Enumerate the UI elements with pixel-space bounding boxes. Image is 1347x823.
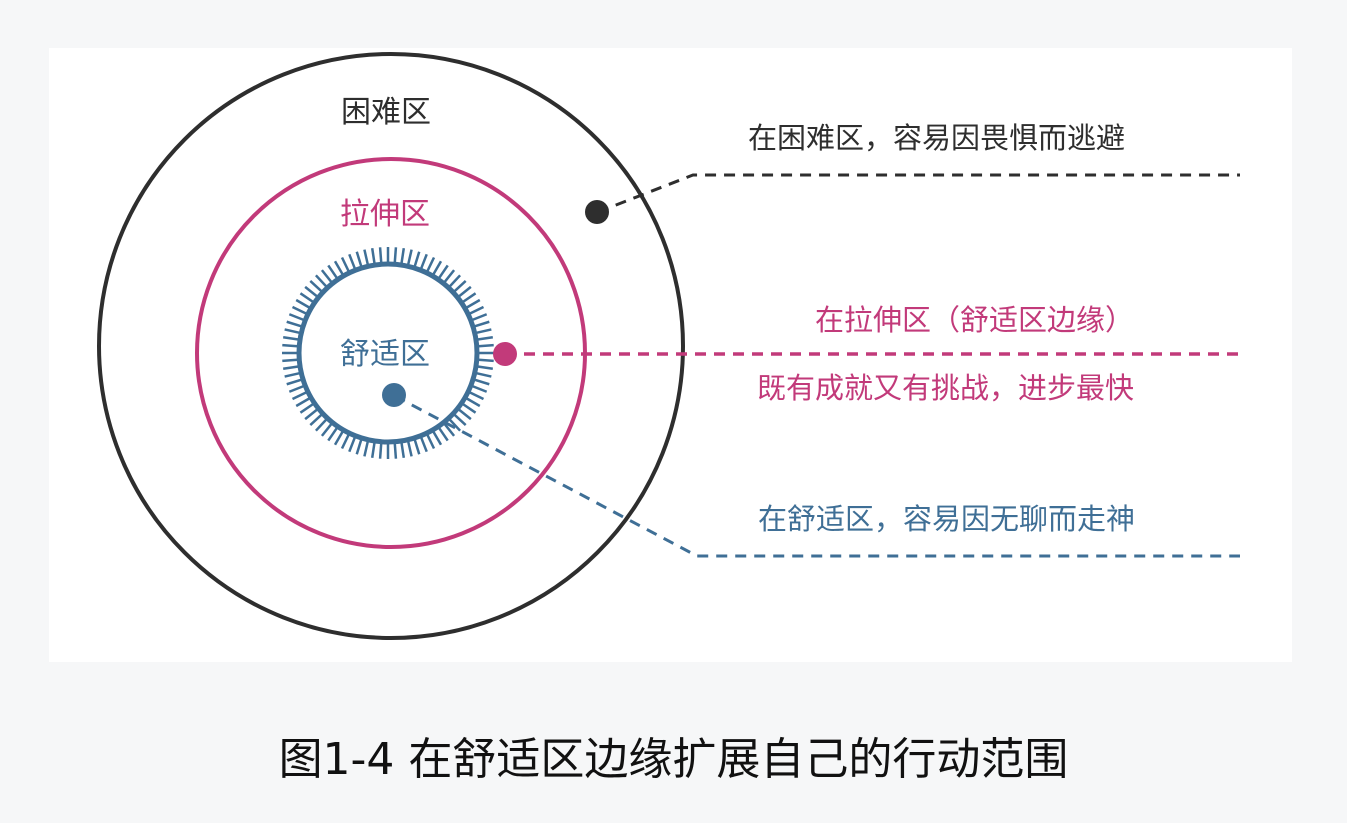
comfort-zone-tick [437,264,449,281]
comfort-zone-tick [393,441,398,459]
comfort-zone-tick [340,432,351,450]
comfort-zone-tick [442,421,456,437]
figure-caption: 图1-4 在舒适区边缘扩展自己的行动范围 [278,734,1069,785]
comfort-zone-tick [456,407,472,421]
comfort-zone-tick [288,313,306,322]
comfort-zone-tick [314,417,329,432]
comfort-zone-tick [470,384,488,393]
hard-zone-annotation: 在困难区，容易因畏惧而逃避 [748,121,1126,155]
comfort-zone-tick [363,249,370,267]
comfort-zone-tick [406,439,413,457]
comfort-zone-tick [327,264,339,281]
comfort-zone-tick [304,285,320,299]
comfort-zone-tick [282,358,300,363]
comfort-zone-tick [320,421,334,437]
comfort-zone-dot [382,383,406,407]
hard-leader-line [597,173,1240,214]
comfort-zone-tick [464,396,481,408]
comfort-zone-tick [474,371,492,378]
comfort-zone-tick [320,269,334,285]
comfort-zone-tick [460,402,477,414]
comfort-zone-tick [370,440,376,459]
comfort-zone-tick [425,432,436,450]
comfort-zone-tick [474,328,492,335]
stretch-zone-label: 拉伸区 [340,197,430,232]
comfort-zone-tick [425,256,436,274]
comfort-zone-tick [299,292,316,304]
comfort-zone-tick [442,269,456,285]
comfort-zone-tick [291,390,309,401]
comfort-zone-tick [467,390,485,401]
stretch-zone-annotation-title: 在拉伸区（舒适区边缘） [815,303,1135,337]
comfort-zone-tick [472,320,490,328]
hard-zone-dot [585,200,609,224]
comfort-zone-tick [476,358,494,363]
comfort-zone-tick [299,402,316,414]
comfort-zone-tick [447,417,462,432]
comfort-zone-ticks [282,247,494,459]
comfort-zone-annotation: 在舒适区，容易因无聊而走神 [758,502,1136,536]
comfort-zone-circle [296,261,480,445]
comfort-zone-tick [413,251,421,269]
comfort-zone-tick [476,343,494,348]
comfort-zone-tick [282,335,301,341]
comfort-zone-tick [472,378,490,386]
comfort-zone-tick [378,441,383,459]
comfort-zone-tick [288,384,306,393]
comfort-zone-tick [284,328,302,335]
comfort-zone-tick [284,371,302,378]
comfort-zone-tick [286,378,304,386]
comfort-zone-tick [467,305,485,316]
comfort-zone-tick [452,412,467,427]
stretch-zone-dot [493,342,517,366]
hard-zone-label: 困难区 [341,95,431,130]
comfort-zone-tick [327,425,339,442]
comfort-zone-tick [333,429,345,446]
stretch-zone-annotation-detail: 既有成就又有挑战，进步最快 [757,371,1135,405]
comfort-leader-line [394,394,1240,558]
comfort-zone-tick [314,274,329,289]
comfort-zone-tick [295,298,312,310]
comfort-zone-tick [286,320,304,328]
comfort-zone-tick [309,279,324,294]
comfort-zone-tick [475,335,494,341]
comfort-zone-tick [291,305,309,316]
comfort-zone-tick [378,247,383,265]
comfort-zone-tick [406,249,413,267]
comfort-zone-tick [447,274,462,289]
comfort-zone-tick [282,343,300,348]
comfort-zone-tick [355,437,363,455]
comfort-zone-tick [393,247,398,265]
comfort-zone-tick [348,253,357,271]
comfort-zone-label: 舒适区 [340,337,430,372]
comfort-zone-tick [452,279,467,294]
comfort-zone-tick [295,396,312,408]
comfort-zone-tick [431,260,443,277]
comfort-zone-tick [370,247,376,266]
comfort-zone-tick [309,412,324,427]
comfort-zone-tick [456,285,472,299]
comfort-zone-tick [400,440,406,459]
comfort-zone-tick [333,260,345,277]
comfort-zone-tick [419,253,428,271]
comfort-zone-tick [363,439,370,457]
comfort-zone-tick [419,435,428,453]
comfort-zone-tick [355,251,363,269]
comfort-zone-tick [464,298,481,310]
comfort-zone-tick [282,365,301,371]
comfort-zone-tick [460,292,477,304]
comfort-zone-tick [431,429,443,446]
comfort-zone-tick [340,256,351,274]
comfort-zone-tick [400,247,406,266]
comfort-zone-tick [475,365,494,371]
hard-zone-circle [97,52,685,640]
comfort-zone-tick [348,435,357,453]
comfort-zone-tick [470,313,488,322]
comfort-zone-tick [437,425,449,442]
comfort-zone-tick [413,437,421,455]
comfort-zone-tick [304,407,320,421]
